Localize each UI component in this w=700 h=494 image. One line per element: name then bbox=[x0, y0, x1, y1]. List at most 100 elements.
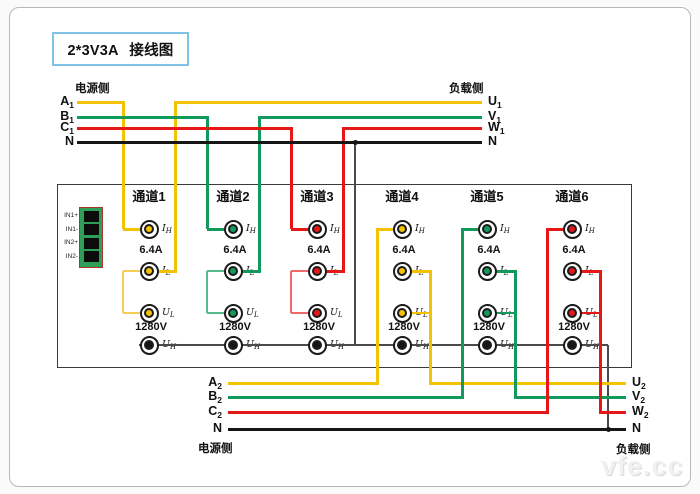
label-subscript: 2 bbox=[217, 381, 222, 391]
main-unit-box bbox=[57, 184, 632, 368]
terminal-ul bbox=[392, 303, 412, 323]
terminal-il bbox=[307, 261, 327, 281]
label-subscript: L bbox=[508, 311, 513, 319]
wire-segment bbox=[122, 271, 124, 313]
wire-segment bbox=[207, 270, 224, 272]
label-base: C bbox=[208, 404, 218, 418]
terminal-label-ih: IH bbox=[330, 223, 340, 235]
wire-segment bbox=[291, 270, 308, 272]
label-base: N bbox=[488, 134, 498, 148]
label-subscript: H bbox=[423, 343, 430, 351]
terminal-uh bbox=[307, 335, 327, 355]
label-subscript: L bbox=[593, 311, 598, 319]
channel-header: 通道2 bbox=[216, 189, 250, 204]
terminal-pin bbox=[482, 224, 492, 234]
wire-segment bbox=[123, 227, 140, 231]
connector-pin bbox=[83, 237, 99, 249]
terminal-il bbox=[139, 261, 159, 281]
wire-segment bbox=[462, 227, 478, 231]
terminal-pin bbox=[228, 266, 238, 276]
channel-voltage-rating: 1280V bbox=[303, 321, 335, 333]
connector-pin-label: IN2- bbox=[65, 252, 78, 260]
wire-segment bbox=[513, 269, 517, 399]
wire-segment bbox=[545, 227, 549, 414]
channel-voltage-rating: 1280V bbox=[388, 321, 420, 333]
wire-segment bbox=[77, 140, 482, 144]
label-subscript: H bbox=[333, 227, 340, 235]
wire-segment bbox=[228, 395, 464, 399]
channel-current-rating: 6.4A bbox=[139, 244, 163, 256]
phase-line-label-b2: B2 bbox=[188, 389, 222, 407]
bottom-load-side-label: 负载侧 bbox=[616, 444, 651, 456]
terminal-pin bbox=[567, 340, 577, 350]
phase-line-label-n: N bbox=[488, 134, 497, 148]
label-subscript: H bbox=[588, 227, 595, 235]
wire-segment bbox=[496, 312, 516, 314]
label-subscript: H bbox=[249, 227, 256, 235]
wire-segment bbox=[581, 269, 602, 273]
wire-segment bbox=[77, 100, 125, 104]
phase-line-label-v1: V1 bbox=[488, 109, 501, 127]
label-subscript: H bbox=[508, 343, 515, 351]
label-subscript: H bbox=[165, 227, 172, 235]
wire-segment bbox=[547, 227, 563, 231]
channel-header: 通道6 bbox=[555, 189, 589, 204]
label-subscript: L bbox=[588, 269, 594, 277]
wire-segment bbox=[291, 312, 308, 314]
label-subscript: H bbox=[170, 343, 177, 351]
terminal-uh bbox=[139, 335, 159, 355]
terminal-uh bbox=[562, 335, 582, 355]
channel-header: 通道5 bbox=[470, 189, 504, 204]
terminal-ul bbox=[477, 303, 497, 323]
wire-segment bbox=[121, 100, 125, 229]
wire-segment bbox=[289, 126, 293, 229]
wire-segment bbox=[411, 312, 431, 314]
connector-pin-label: IN1- bbox=[65, 225, 78, 233]
channel-current-rating: 6.4A bbox=[392, 244, 416, 256]
terminal-pin bbox=[228, 340, 238, 350]
label-subscript: L bbox=[165, 269, 171, 277]
wire-segment bbox=[377, 227, 393, 231]
terminal-pin bbox=[312, 308, 322, 318]
label-base: B bbox=[208, 389, 218, 403]
terminal-ih bbox=[307, 219, 327, 239]
phase-line-label-c2: C2 bbox=[188, 404, 222, 422]
terminal-uh bbox=[223, 335, 243, 355]
label-subscript: 2 bbox=[217, 410, 222, 420]
terminal-il bbox=[477, 261, 497, 281]
wire-segment bbox=[139, 344, 608, 346]
terminal-ih bbox=[139, 219, 159, 239]
channel-header: 通道1 bbox=[132, 189, 166, 204]
label-base: I bbox=[585, 223, 589, 234]
watermark: vfe.cc bbox=[601, 451, 684, 481]
terminal-label-ih: IH bbox=[246, 223, 256, 235]
label-subscript: L bbox=[249, 269, 255, 277]
terminal-ih bbox=[477, 219, 497, 239]
terminal-pin bbox=[144, 266, 154, 276]
phase-line-label-u2: U2 bbox=[632, 375, 646, 393]
phase-line-label-b1: B1 bbox=[40, 109, 74, 127]
channel-current-rating: 6.4A bbox=[223, 244, 247, 256]
terminal-pin bbox=[567, 308, 577, 318]
label-subscript: L bbox=[503, 269, 509, 277]
wire-segment bbox=[291, 227, 308, 231]
terminal-pin bbox=[312, 340, 322, 350]
connector-pin bbox=[83, 210, 99, 222]
wire-segment bbox=[77, 115, 209, 119]
wire-segment bbox=[354, 142, 356, 345]
terminal-pin bbox=[567, 266, 577, 276]
junction-dot bbox=[352, 139, 358, 145]
label-subscript: 1 bbox=[496, 115, 502, 125]
label-base: W bbox=[488, 120, 500, 134]
label-subscript: L bbox=[254, 311, 259, 319]
terminal-ul bbox=[139, 303, 159, 323]
terminal-uh bbox=[477, 335, 497, 355]
wire-segment bbox=[173, 100, 482, 104]
label-base: N bbox=[632, 421, 642, 435]
terminal-pin bbox=[482, 340, 492, 350]
wire-segment bbox=[77, 126, 293, 130]
channel-current-rating: 6.4A bbox=[562, 244, 586, 256]
phase-line-label-u1: U1 bbox=[488, 94, 502, 112]
wire-segment bbox=[496, 269, 517, 273]
phase-line-label-v2: V2 bbox=[632, 389, 645, 407]
